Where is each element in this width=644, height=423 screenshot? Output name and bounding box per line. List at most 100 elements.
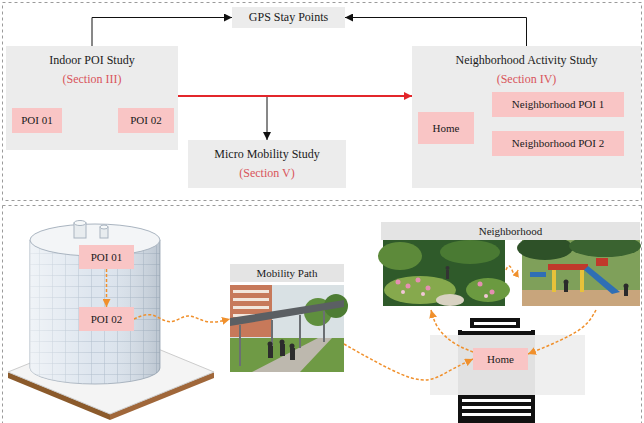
box-label: Neighborhood Activity Study	[456, 51, 598, 70]
office-tower	[30, 240, 160, 384]
garden-photo	[421, 292, 425, 296]
playground-photo	[522, 290, 640, 306]
box-label: Home	[487, 353, 514, 365]
poi-box: POI 02	[118, 108, 174, 133]
poi-box: POI 01	[79, 245, 134, 269]
home-building	[462, 413, 531, 416]
office-tower	[100, 225, 108, 229]
playground-photo	[530, 272, 546, 277]
walkway-photo	[290, 348, 295, 360]
flow-arrow	[431, 310, 473, 352]
poi-box: POI 02	[79, 307, 134, 331]
walkway-photo	[233, 290, 269, 293]
section-label: (Section V)	[239, 164, 294, 183]
playground-photo	[624, 284, 629, 289]
box-label: Mobility Path	[230, 264, 344, 282]
playground-photo	[552, 270, 556, 292]
home-box: Home	[418, 112, 474, 144]
walkway-photo	[230, 300, 344, 326]
walkway-photo	[230, 285, 272, 337]
walkway-photo	[299, 315, 301, 348]
garden-photo	[378, 242, 422, 270]
walkway-photo	[280, 340, 285, 345]
walkway-photo	[233, 306, 269, 309]
study-box: Indoor POI Study(Section III) POI 01 POI 0…	[6, 46, 178, 150]
box-label: POI 01	[21, 111, 52, 130]
playground-photo	[584, 266, 620, 294]
poi-box: POI 01	[12, 108, 62, 133]
box-label: Micro Mobility Study	[214, 145, 319, 164]
office-tower	[30, 240, 160, 384]
walkway-photo	[323, 311, 325, 342]
garden-photo	[396, 278, 495, 295]
section-label: (Section III)	[63, 70, 122, 89]
poi-box: Neighborhood POI 1	[492, 92, 624, 117]
playground-photo	[517, 235, 641, 306]
walkway-photo	[268, 340, 296, 361]
walkway-photo	[280, 344, 285, 356]
garden-photo	[396, 280, 401, 285]
garden-photo	[446, 266, 450, 270]
garden-photo	[378, 240, 510, 306]
playground-photo	[624, 288, 628, 296]
photo-panel: Mobility Path	[230, 264, 344, 372]
garden-photo	[401, 290, 488, 298]
playground-photo	[580, 270, 584, 292]
garden-photo	[478, 282, 483, 287]
section-frame	[641, 206, 642, 423]
garden-photo	[440, 240, 500, 264]
box-label: Neighborhood POI 2	[512, 134, 604, 153]
flow-arrow	[178, 96, 267, 140]
home-building	[474, 322, 516, 325]
flow-arrow	[345, 18, 527, 47]
walkway-photo	[239, 325, 241, 366]
garden-photo	[446, 270, 449, 279]
home-building	[462, 406, 531, 409]
section-frame	[3, 3, 642, 423]
walkway-photo	[230, 285, 348, 372]
home-building	[462, 328, 531, 331]
box-label: Indoor POI Study	[49, 51, 134, 70]
playground-photo	[564, 280, 629, 297]
source-box: GPS Stay Points	[232, 7, 345, 28]
activity-squiggle	[506, 266, 518, 274]
flow-arrow	[92, 18, 232, 47]
photo-panel: Neighborhood	[381, 222, 640, 310]
section-label: (Section IV)	[497, 70, 557, 89]
walkway-photo	[230, 338, 344, 372]
playground-photo	[548, 264, 588, 270]
home-building	[430, 318, 585, 423]
study-box: Micro Mobility Study(Section V)	[188, 140, 346, 188]
office-tower	[74, 221, 86, 226]
poi-box: Neighborhood POI 2	[492, 131, 624, 156]
garden-photo	[490, 290, 495, 295]
flow-arrow	[344, 344, 473, 380]
section-frame	[2, 206, 3, 423]
garden-photo	[484, 294, 488, 298]
study-box: Neighborhood Activity Study(Section IV) H…	[412, 46, 641, 188]
playground-photo	[596, 258, 608, 266]
box-label: POI 02	[130, 111, 161, 130]
home-box: Home	[473, 348, 528, 370]
box-label: Neighborhood POI 1	[512, 95, 604, 114]
home-building	[430, 335, 585, 395]
playground-photo	[564, 284, 568, 292]
section-frame	[3, 3, 642, 201]
home-building	[462, 399, 531, 402]
garden-photo	[436, 294, 464, 306]
box-label: Neighborhood	[381, 222, 640, 240]
box-label: Home	[433, 119, 460, 138]
box-label: GPS Stay Points	[249, 10, 328, 25]
walkway-photo	[252, 338, 332, 372]
office-tower	[8, 221, 214, 421]
walkway-photo	[290, 344, 295, 349]
walkway-photo	[268, 342, 273, 347]
box-label: POI 01	[91, 251, 122, 263]
flow-arrow	[178, 95, 412, 97]
walkway-photo	[230, 285, 344, 372]
garden-photo	[426, 286, 431, 291]
walkway-photo	[268, 346, 273, 358]
box-label: POI 02	[91, 313, 122, 325]
garden-photo	[466, 278, 510, 302]
